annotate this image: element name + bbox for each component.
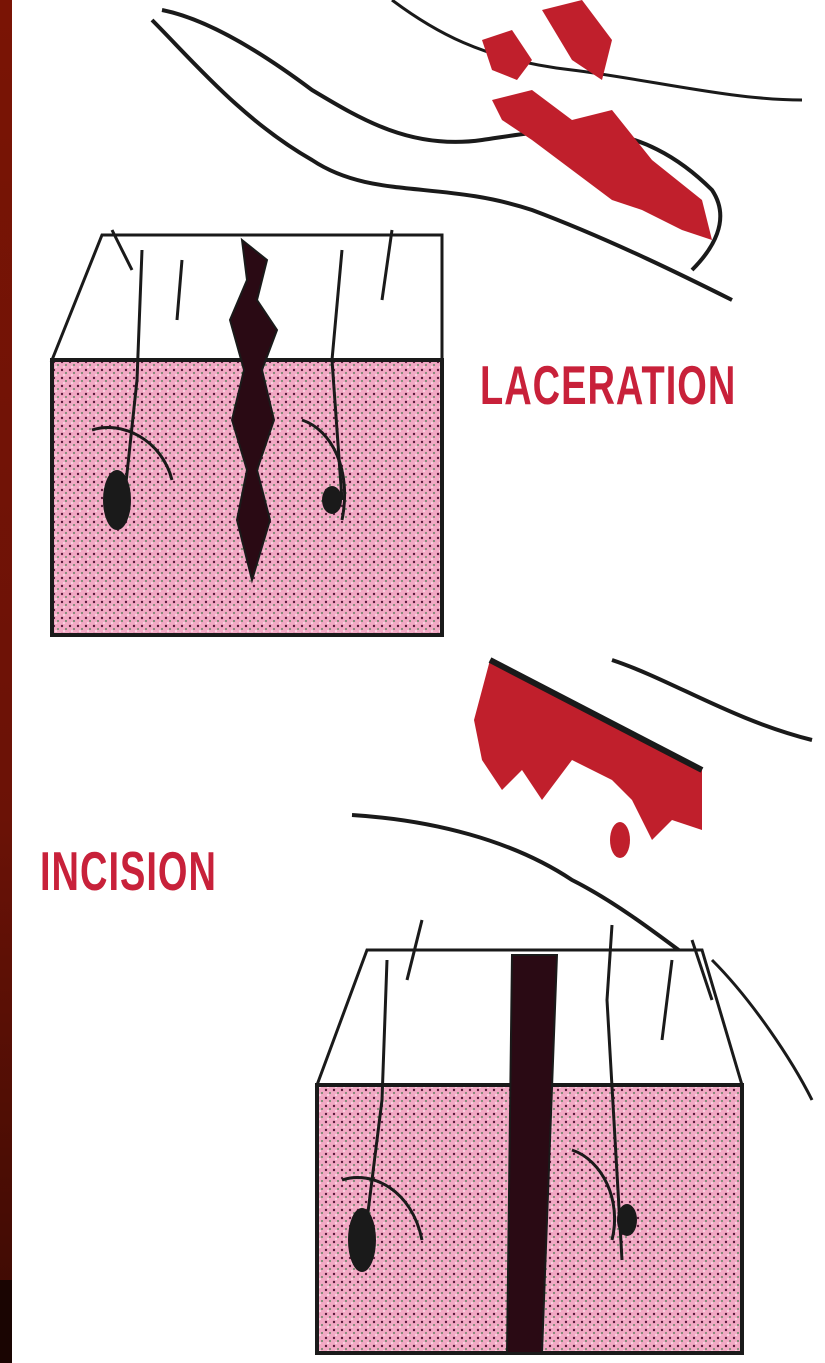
- laceration-label: LACERATION: [480, 356, 736, 418]
- illustration-panel: LACERATION INCISION: [12, 0, 825, 1363]
- blood-stain: [492, 90, 712, 240]
- incision-label: INCISION: [40, 842, 217, 904]
- slide-frame-left: [0, 0, 12, 1363]
- incision-illustration: [317, 660, 812, 1353]
- laceration-illustration: [52, 0, 802, 635]
- wound-types-illustration: [12, 0, 825, 1363]
